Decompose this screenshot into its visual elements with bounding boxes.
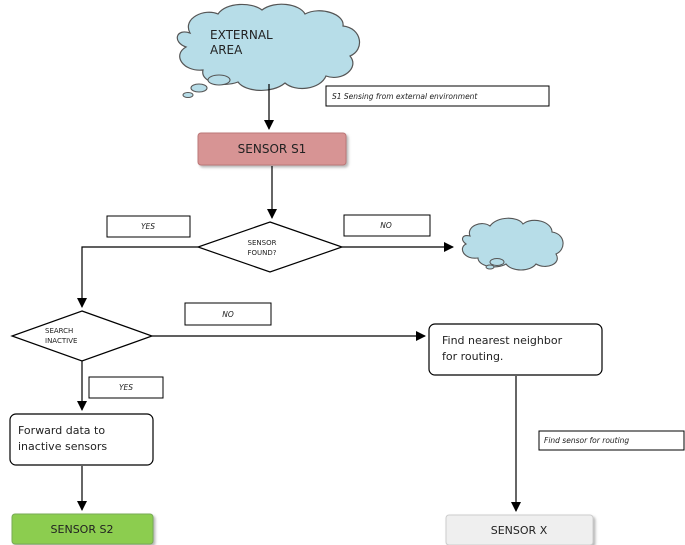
cloud-external-line1: EXTERNAL [210, 28, 273, 42]
cloud-external-area: EXTERNAL AREA [176, 3, 360, 98]
forward-data-line1: Forward data to [18, 424, 105, 437]
sensor-s2-box: SENSOR S2 [11, 513, 154, 545]
forward-data-line2: inactive sensors [18, 440, 107, 453]
sensor-s1-label: SENSOR S1 [238, 142, 307, 156]
no-label-1: NO [343, 214, 431, 237]
sensor-x-box: SENSOR X [445, 514, 594, 545]
yes-label-1: YES [106, 215, 191, 238]
find-sensor-routing-label: Find sensor for routing [538, 430, 685, 451]
cloud-external-line2: AREA [210, 43, 243, 57]
yes-label-1-text: YES [141, 222, 155, 231]
no-label-1-text: NO [380, 221, 392, 230]
no-label-2: NO [184, 302, 272, 326]
find-sensor-routing-text: Find sensor for routing [544, 436, 629, 445]
arrow-decision-to-search [77, 246, 198, 308]
find-neighbor-line2: for routing. [442, 350, 503, 363]
find-neighbor-box: Find nearest neighbor for routing. [428, 323, 603, 376]
decision-search-inactive: SEARCH INACTIVE [10, 310, 154, 362]
decision-search-line2: INACTIVE [45, 337, 77, 345]
forward-data-box: Forward data to inactive sensors [9, 413, 154, 466]
note-s1-text: S1 Sensing from external environment [332, 92, 478, 101]
sensor-s2-label: SENSOR S2 [51, 523, 114, 536]
decision-sensor-found-line2: FOUND? [247, 249, 276, 257]
decision-search-line1: SEARCH [45, 327, 73, 335]
note-s1-sensing: S1 Sensing from external environment [325, 85, 550, 107]
decision-sensor-found-line1: SENSOR [248, 239, 277, 247]
decision-sensor-found: SENSOR FOUND? [196, 221, 344, 273]
sensor-x-label: SENSOR X [491, 524, 548, 537]
yes-label-2: YES [88, 376, 164, 399]
cloud-small [461, 217, 564, 271]
find-neighbor-line1: Find nearest neighbor [442, 334, 563, 347]
sensor-s1-box: SENSOR S1 [197, 132, 347, 166]
yes-label-2-text: YES [119, 383, 133, 392]
no-label-2-text: NO [222, 310, 234, 319]
